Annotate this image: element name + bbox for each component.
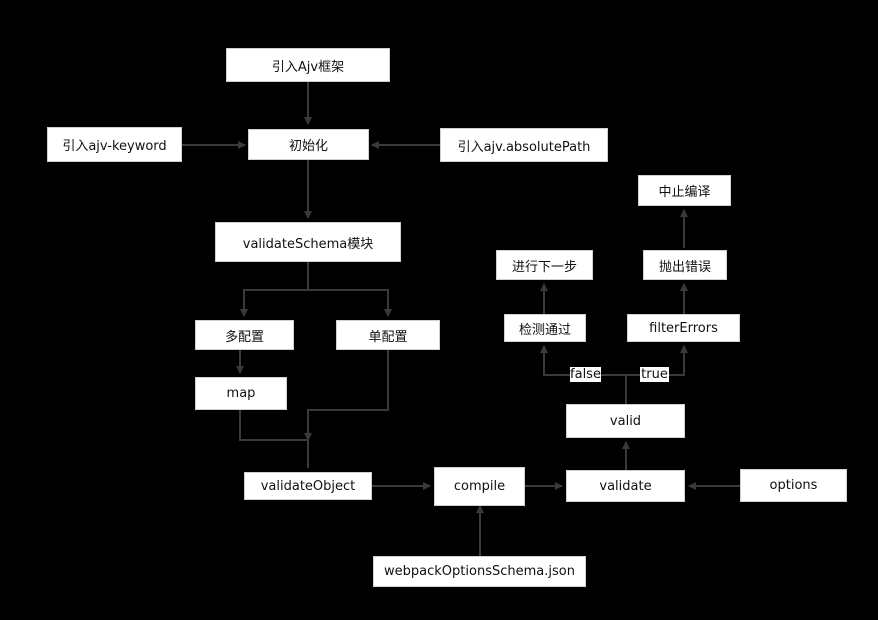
webpack-options-schema-node: webpackOptionsSchema.json xyxy=(373,556,586,587)
throw-error-node: 抛出错误 xyxy=(643,250,727,280)
filter-errors-node: filterErrors xyxy=(627,314,740,342)
import-ajv-node: 引入Ajv框架 xyxy=(226,48,390,82)
multi-config-node: 多配置 xyxy=(195,320,294,350)
check-passed-node: 检测通过 xyxy=(504,314,586,342)
false-edge-label: false xyxy=(570,366,601,382)
next-step-node: 进行下一步 xyxy=(496,250,593,280)
edge-schema-module-to-multi xyxy=(240,262,309,317)
import-keyword-node: 引入ajv-keyword xyxy=(47,127,182,162)
validate-node: validate xyxy=(566,470,685,502)
options-node: options xyxy=(740,469,847,502)
import-absolutepath-node: 引入ajv.absolutePath xyxy=(440,128,608,162)
validate-schema-module-node: validateSchema模块 xyxy=(215,222,401,262)
init-node: 初始化 xyxy=(248,129,369,160)
edge-map-to-validateobject xyxy=(239,410,309,468)
true-edge-label: true xyxy=(640,366,669,382)
validate-object-node: validateObject xyxy=(244,472,372,500)
map-node: map xyxy=(195,377,287,410)
abort-compile-node: 中止编译 xyxy=(638,175,731,206)
valid-node: valid xyxy=(566,404,685,438)
single-config-node: 单配置 xyxy=(336,320,440,350)
edge-schema-module-to-single xyxy=(308,289,392,317)
edge-single-to-validateobject xyxy=(304,350,389,441)
compile-node: compile xyxy=(434,467,525,506)
